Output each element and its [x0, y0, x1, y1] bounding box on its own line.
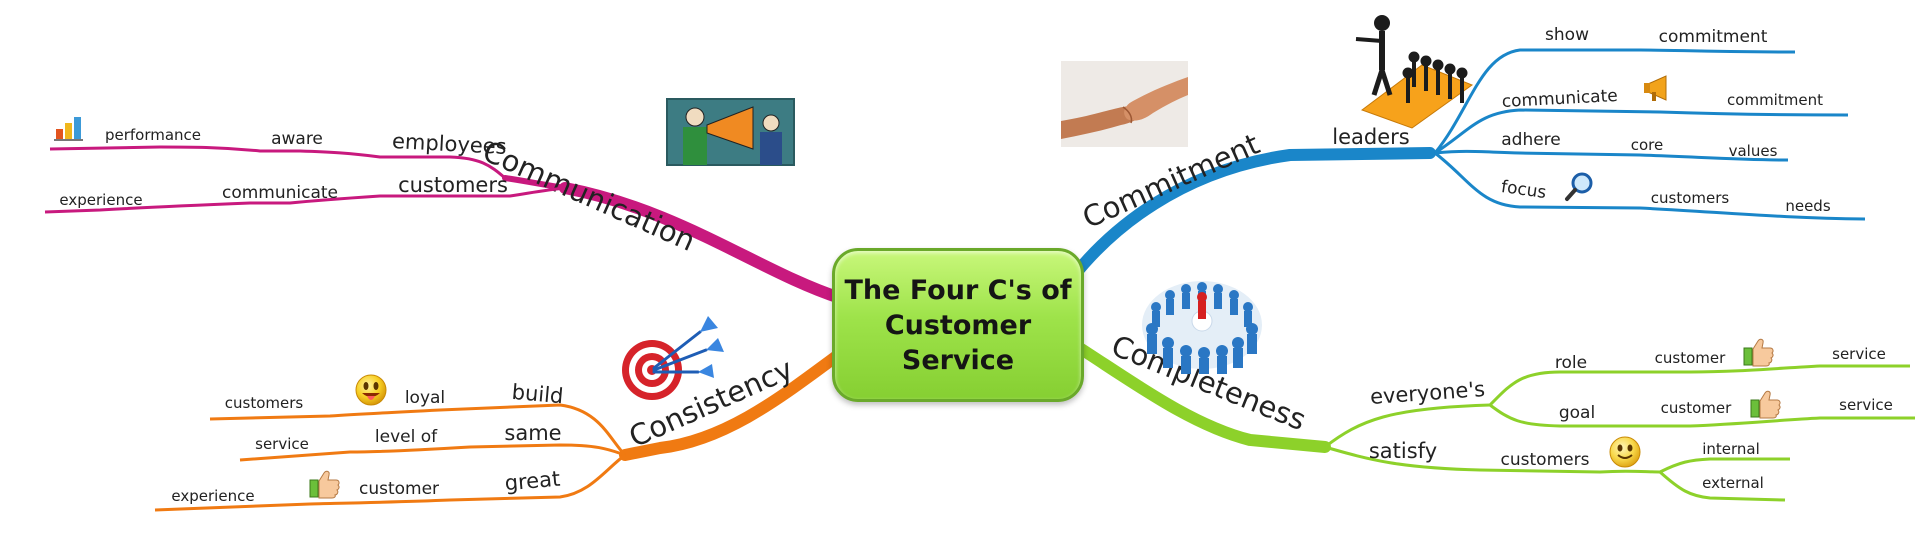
branch-communication: Communication employees aware performanc…	[44, 98, 846, 304]
branch-line-communication-taper	[502, 175, 568, 191]
line-satisfy[interactable]	[1324, 445, 1661, 474]
topic-satisfy[interactable]: satisfy	[1369, 439, 1437, 463]
topic-external[interactable]: external	[1702, 474, 1764, 492]
topic-build[interactable]: build	[511, 380, 565, 408]
topic-values[interactable]: values	[1729, 142, 1778, 160]
topic-service-goal[interactable]: service	[1839, 396, 1893, 414]
branch-line-consistency[interactable]	[619, 344, 851, 461]
topic-great[interactable]: great	[504, 467, 561, 496]
topic-adhere[interactable]: adhere	[1501, 130, 1561, 150]
topic-role[interactable]: role	[1555, 353, 1587, 373]
thumbs-up-icon	[1743, 338, 1774, 367]
topic-customers-consistency[interactable]: customers	[225, 394, 304, 412]
topic-aware[interactable]: aware	[271, 129, 323, 149]
magnifier-icon	[1565, 172, 1593, 201]
topic-communicate[interactable]: communicate	[222, 183, 338, 203]
thumbs-up-icon	[1750, 390, 1781, 419]
central-topic-box[interactable]: The Four C's of Customer Service	[832, 248, 1084, 402]
smiley-tongue-icon	[355, 374, 387, 406]
branch-line-communication[interactable]	[559, 182, 846, 304]
branch-consistency: Consistency build loyal customers same l…	[154, 316, 851, 512]
topic-commitment-2[interactable]: commitment	[1727, 91, 1823, 109]
crowd-circle-image	[1142, 281, 1262, 374]
topic-everyones[interactable]: everyone's	[1369, 377, 1486, 409]
topic-customers-communication[interactable]: customers	[398, 173, 508, 197]
topic-employees[interactable]: employees	[392, 129, 508, 159]
branch-line-completeness[interactable]	[1069, 339, 1331, 453]
line-role[interactable]	[1488, 364, 1910, 407]
topic-same[interactable]: same	[504, 421, 561, 445]
topic-goal[interactable]: goal	[1559, 403, 1595, 423]
topic-show[interactable]: show	[1545, 25, 1589, 45]
thumbs-up-icon	[309, 470, 340, 499]
topic-experience-consistency[interactable]: experience	[171, 487, 254, 505]
line-great[interactable]	[154, 453, 626, 512]
topic-service-consistency[interactable]: service	[255, 435, 309, 453]
megaphone-speaker-image	[666, 98, 795, 166]
topic-customer-goal[interactable]: customer	[1661, 399, 1732, 417]
topic-customer-consistency[interactable]: customer	[359, 479, 439, 499]
branch-completeness: Completeness everyone's role customer se…	[1069, 281, 1915, 502]
topic-performance[interactable]: performance	[105, 126, 201, 144]
line-adhere[interactable]	[1434, 149, 1789, 162]
topic-level-of[interactable]: level of	[375, 427, 438, 447]
branch-line-commitment[interactable]	[1066, 147, 1436, 284]
handshake-image	[1061, 61, 1188, 147]
topic-communicate-commitment[interactable]: communicate	[1501, 86, 1618, 112]
line-communicate-commitment[interactable]	[1434, 108, 1849, 155]
topic-core[interactable]: core	[1631, 136, 1664, 154]
line-build[interactable]	[209, 403, 627, 457]
topic-experience-communication[interactable]: experience	[59, 191, 142, 209]
topic-service-role[interactable]: service	[1832, 345, 1886, 363]
topic-customers-commitment[interactable]: customers	[1651, 189, 1730, 207]
smiley-icon	[1609, 436, 1641, 468]
topic-internal[interactable]: internal	[1702, 440, 1760, 458]
topic-loyal[interactable]: loyal	[405, 388, 445, 408]
topic-customers-completeness[interactable]: customers	[1501, 450, 1590, 470]
line-customers-communication[interactable]	[44, 186, 566, 214]
topic-commitment-1[interactable]: commitment	[1659, 27, 1768, 47]
leader-figures-image	[1355, 15, 1474, 129]
topic-focus[interactable]: focus	[1500, 177, 1548, 203]
line-goal[interactable]	[1489, 403, 1915, 428]
topic-leaders[interactable]: leaders	[1332, 125, 1409, 149]
line-everyones[interactable]	[1324, 403, 1491, 449]
branch-commitment: Commitment leaders show commitment commu…	[1061, 15, 1866, 284]
topic-needs[interactable]: needs	[1785, 197, 1830, 215]
central-topic-title: The Four C's of Customer Service	[844, 274, 1072, 376]
target-darts-image	[622, 316, 724, 400]
line-show[interactable]	[1433, 48, 1796, 154]
line-focus[interactable]	[1434, 151, 1866, 221]
line-external[interactable]	[1658, 470, 1786, 502]
line-employees[interactable]	[49, 145, 506, 180]
bar-chart-icon	[54, 117, 83, 141]
line-same[interactable]	[239, 443, 626, 462]
line-internal[interactable]	[1659, 457, 1790, 474]
megaphone-icon	[1644, 75, 1667, 101]
topic-customer-role[interactable]: customer	[1655, 349, 1726, 367]
